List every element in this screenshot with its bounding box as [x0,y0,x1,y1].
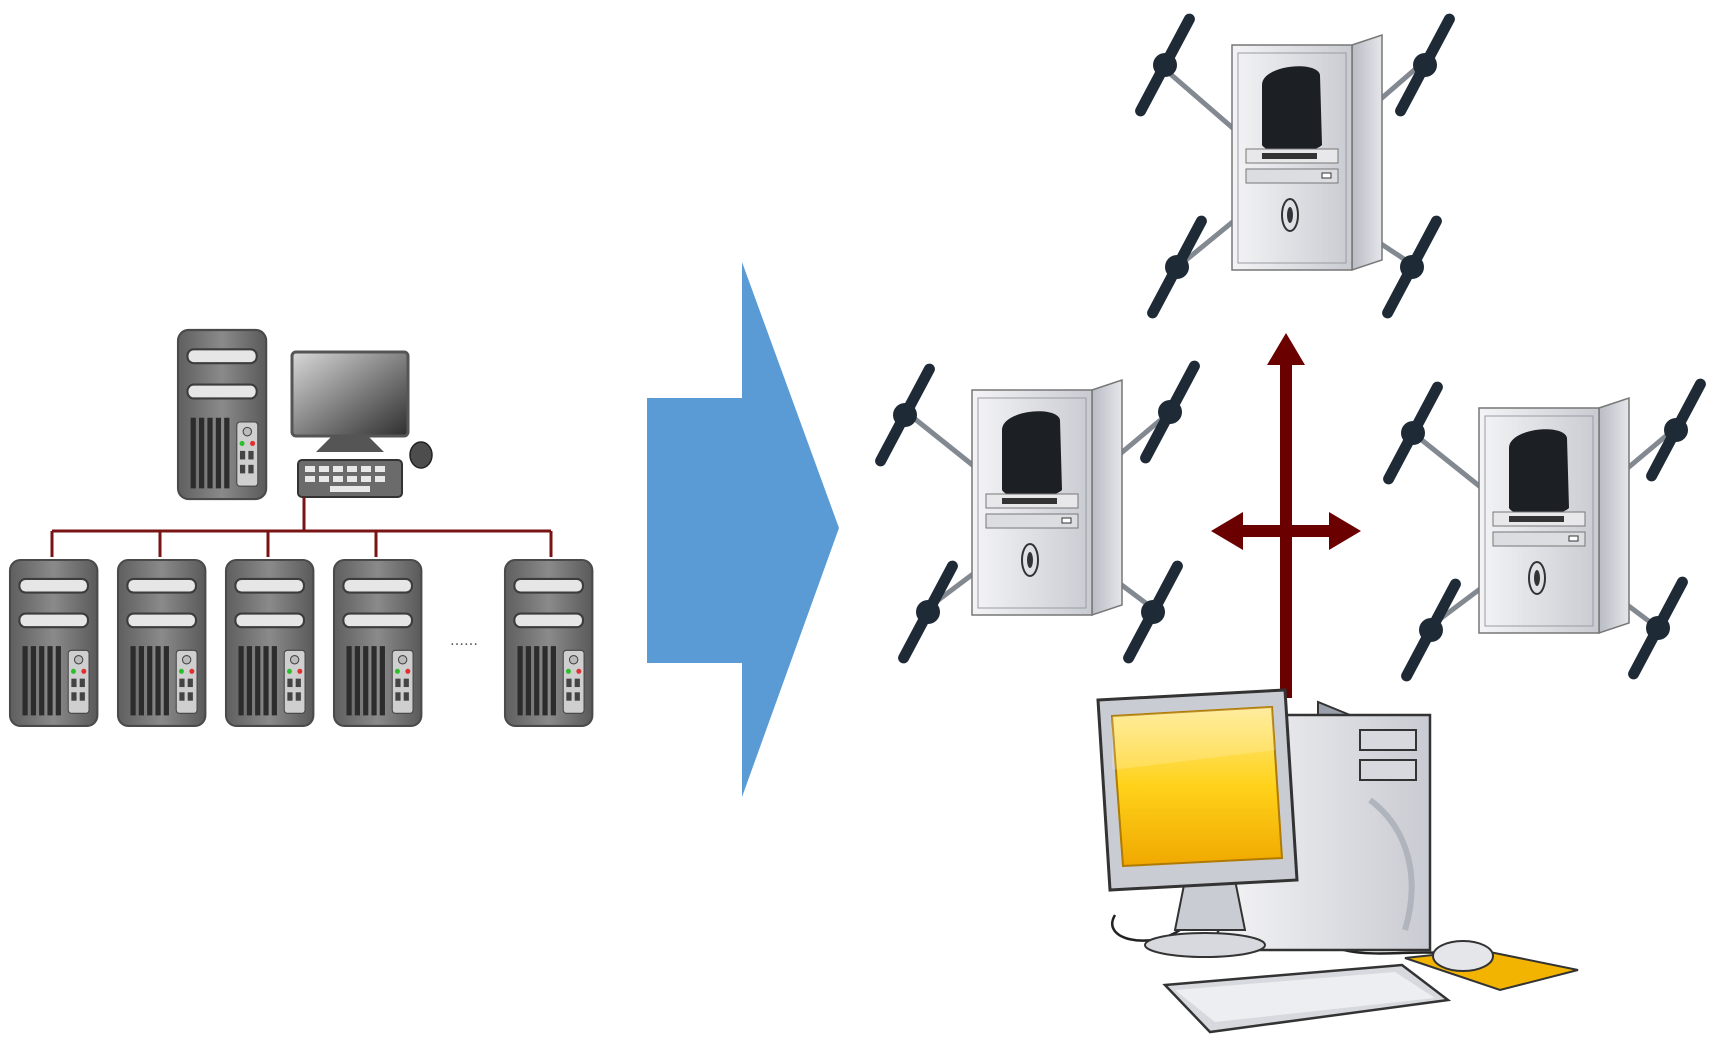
server-tower-icon [8,558,99,727]
left-network-cluster: …… [8,328,594,727]
network-bus-lines [50,497,553,557]
drone-server-icon [1389,384,1701,676]
server-tower-icon [332,558,423,727]
server-tower-icon [224,558,315,727]
right-drone-cluster [881,19,1701,1034]
direction-arrows-icon [1211,333,1361,698]
drone-server-icon [1141,19,1450,313]
more-servers-ellipsis: …… [450,633,478,649]
drone-server-icon [881,366,1195,658]
server-tower-icon [116,558,207,727]
transition-arrow-icon [647,262,839,797]
desktop-computer-icon [1096,688,1579,1034]
server-tower-icon [503,558,594,727]
server-row: …… [8,558,594,727]
desktop-pc-icon [176,328,433,501]
